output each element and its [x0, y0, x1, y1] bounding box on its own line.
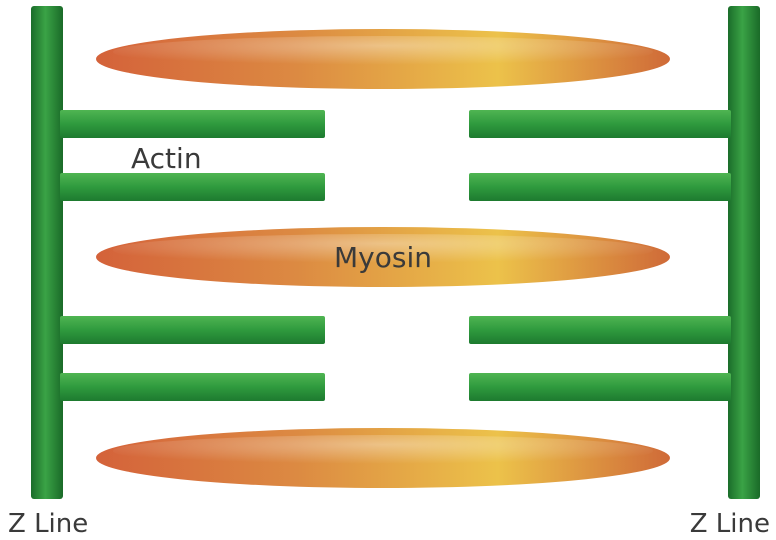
- myosin-label: Myosin: [334, 241, 432, 274]
- actin-filament: [60, 173, 325, 201]
- z-line-left: [31, 6, 63, 499]
- actin-filament: [469, 110, 731, 138]
- z-line-right-label: Z Line: [690, 509, 770, 539]
- actin-label: Actin: [131, 142, 202, 175]
- z-line-left-label: Z Line: [8, 509, 88, 539]
- actin-filament: [60, 110, 325, 138]
- actin-filament: [469, 373, 731, 401]
- myosin-filament: [96, 227, 670, 287]
- myosin-filament: [96, 29, 670, 89]
- actin-filament: [60, 316, 325, 344]
- z-line-right: [728, 6, 760, 499]
- actin-filament: [469, 173, 731, 201]
- actin-filament: [60, 373, 325, 401]
- actin-filament: [469, 316, 731, 344]
- myosin-filament: [96, 428, 670, 488]
